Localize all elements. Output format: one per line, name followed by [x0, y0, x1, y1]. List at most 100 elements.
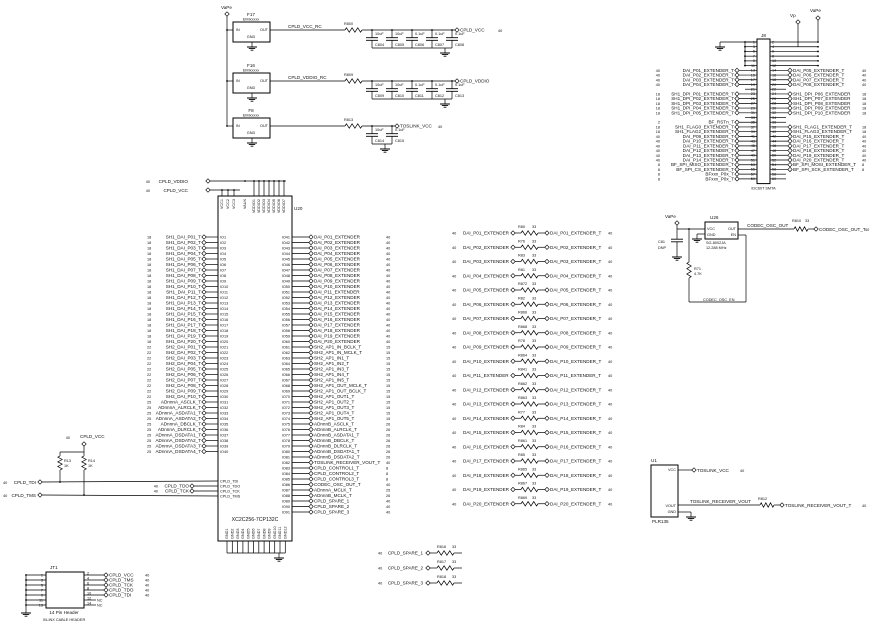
cpld-pin-label: IO89 — [282, 500, 290, 504]
toslink-body — [650, 464, 679, 518]
cpld-pin-label: IO80 — [282, 450, 290, 454]
cpld-pin-label: IO18 — [220, 329, 228, 333]
connector-port-icon — [734, 72, 740, 78]
sheet-ref: 40 — [386, 307, 390, 311]
port-icon — [510, 358, 516, 364]
cpld-net-label: DAI_P15_EXTENDER — [314, 312, 361, 317]
resistor-value: 1K — [64, 464, 69, 468]
resistor-net-out: DAI_P04_EXTENDER_T — [550, 273, 602, 278]
sheet-ref: 40 — [862, 154, 866, 158]
jtag-pin-label: CPLD_TDO — [220, 485, 240, 489]
sheet-ref: 15 — [386, 390, 390, 394]
cpld-pin-label: IO74 — [282, 417, 290, 421]
cpld-port-icon — [308, 278, 314, 284]
supply-port-icon — [224, 11, 230, 17]
connector-net-label: SH1_DPI_P02_EXTENDER_T — [671, 96, 734, 101]
cpld-net-label: SH2_AP1_IN5_T — [314, 378, 349, 383]
cpld-port-icon — [201, 382, 207, 389]
cpld-port-icon — [308, 498, 314, 504]
top-pin-label: VAUX — [243, 199, 247, 210]
cpld-pin-label: IO24 — [220, 362, 228, 366]
port-icon — [510, 401, 516, 407]
cpld-pin-label: IO43 — [282, 247, 290, 251]
ground-icon — [380, 148, 390, 153]
cpld-pin-label: IO87 — [282, 489, 290, 493]
cap-ref: C814 — [375, 139, 384, 143]
pin-number: 6 — [87, 582, 89, 586]
cpld-port-icon — [201, 300, 207, 306]
connector-net-label: BF_SPI_CS_EXTENDER_T — [676, 167, 734, 172]
pin-label: IN — [236, 28, 240, 32]
resistor-value: 4.7K — [694, 272, 702, 276]
connector-ref: J8 — [761, 33, 766, 38]
sheet-ref: 22 — [147, 379, 151, 383]
oscillator-part: SG-8002JA — [706, 241, 726, 245]
cpld-pin-label: IO40 — [220, 450, 228, 454]
sheet-ref: 18 — [147, 241, 151, 245]
sheet-ref: 40 — [145, 579, 149, 583]
cpld-port-icon — [308, 410, 314, 416]
bottom-pin-label: GND1 — [225, 528, 229, 539]
cpld-port-icon — [201, 327, 207, 334]
cpld-net-label: SH2_AP1_IN4_T — [314, 372, 349, 377]
cpld-net-label: SH1_DAI_P18_T — [166, 328, 201, 333]
capacitor-icon — [386, 37, 398, 41]
capacitor-icon — [446, 37, 458, 41]
cpld-net-label: DAI_P06_EXTENDER — [314, 262, 361, 267]
resistor-net-out: DAI_P12_EXTENDER_T — [550, 387, 602, 392]
cap-value: 0.1uF — [415, 83, 425, 87]
sheet-ref: 40 — [386, 335, 390, 339]
sheet-ref: 15 — [386, 417, 390, 421]
connector-net-label: DAI_P17_EXTENDER_T — [793, 143, 845, 148]
cpld-net-label: ADnnnB_DLRCLK_T — [314, 444, 357, 449]
resistor-net-out: DAI_P03_EXTENDER_T — [550, 259, 602, 264]
cpld-pin-label: IO65 — [282, 368, 290, 372]
header-note: XILINX CABLE HEADER — [43, 618, 86, 622]
pin-label: OUT — [728, 227, 737, 231]
cap-value: 10uF — [395, 83, 404, 87]
connector-net-label: DAI_P09_EXTENDER_T — [683, 134, 735, 139]
resistor-value: 33 — [532, 268, 536, 272]
pin-label: IN — [236, 124, 240, 128]
sheet-ref: 15 — [386, 412, 390, 416]
resistor-net-in: DAI_P18_EXTENDER — [463, 473, 510, 478]
port-icon — [425, 550, 431, 556]
pin-number: 2 — [87, 572, 89, 576]
cpld-net-label: ADnnnB_ASCLK_T — [314, 422, 354, 427]
sheet-ref: 40 — [154, 490, 158, 494]
cpld-pin-label: IO3 — [220, 247, 226, 251]
cpld-net-label: SH2_AP1_OUT_BCLK_T — [314, 389, 367, 394]
connector-net-label: BFxxx_P0x_T — [705, 176, 734, 181]
sheet-ref: 40 — [865, 228, 869, 232]
sheet-ref: 18 — [147, 236, 151, 240]
resistor-icon — [520, 472, 539, 479]
resistor-ref: R866 — [518, 311, 527, 315]
cpld-port-icon — [308, 283, 314, 290]
port-icon — [510, 273, 516, 279]
capacitor-icon — [406, 88, 418, 92]
port-icon — [510, 344, 516, 350]
connector-port-icon — [734, 91, 740, 97]
resistor-value: 33 — [532, 368, 536, 372]
connector-net-label: SH1_DPI_P07_EXTENDER — [793, 96, 851, 101]
bottom-pin-label: GND9 — [268, 528, 272, 539]
port-icon — [544, 315, 550, 322]
cpld-port-icon — [308, 404, 314, 411]
sheet-ref: 40 — [608, 317, 612, 321]
sheet-ref: 15 — [386, 401, 390, 405]
cap-ref: C810 — [395, 94, 404, 98]
sheet-ref: 26 — [386, 450, 390, 454]
connector-port-icon — [787, 166, 793, 173]
sheet-ref: 15 — [386, 373, 390, 377]
sheet-ref: 18 — [862, 92, 866, 96]
cpld-port-icon — [308, 454, 314, 460]
cpld-pin-label: IO37 — [220, 434, 228, 438]
cpld-net-label: ADnnnA_DSDATA3_T — [155, 444, 201, 449]
vddio-port-icon — [205, 178, 211, 184]
top-pin-label: VDDIO1 — [252, 199, 256, 213]
spare-label: CPLD_SPARE_3 — [388, 581, 424, 586]
connector-net-label: SH1_FLAG2_EXTENDER_T — [675, 129, 734, 134]
sheet-ref: 40 — [145, 584, 149, 588]
sheet-ref: 40 — [378, 582, 382, 586]
cpld-net-label: SH1_DAI_P15_T — [166, 312, 201, 317]
